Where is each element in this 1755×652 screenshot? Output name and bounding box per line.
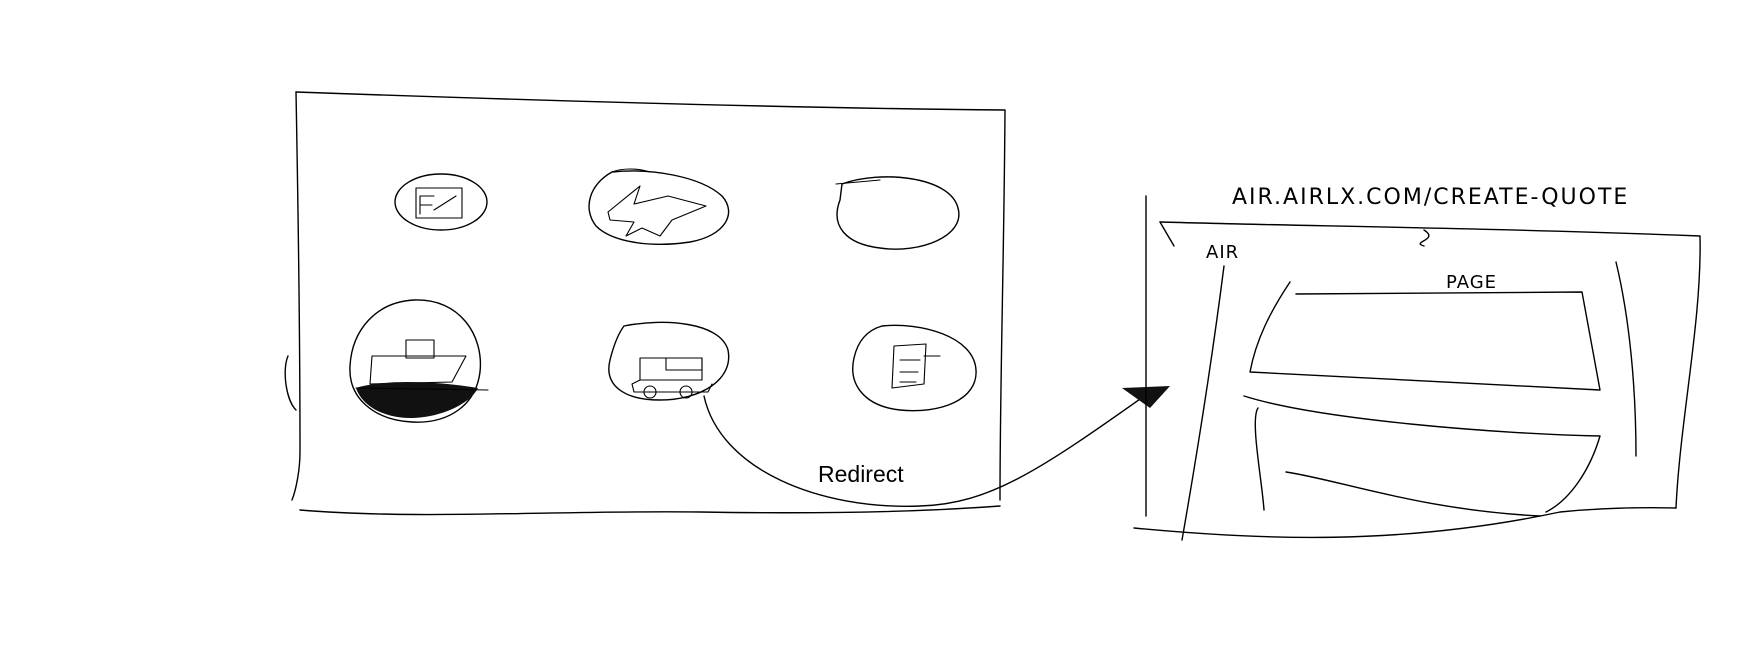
truck-icon	[631, 357, 713, 399]
page-url: AIR.AIRLX.COM/CREATE-QUOTE	[1232, 185, 1629, 210]
content-block-bottom	[1243, 395, 1601, 517]
redirect-connector	[703, 386, 1170, 507]
ship-icon	[355, 339, 489, 418]
document-tile[interactable]	[852, 324, 977, 412]
envelope-tile[interactable]	[394, 173, 488, 231]
sidebar-label: AIR	[1206, 242, 1239, 263]
ship-tile[interactable]	[349, 299, 489, 423]
menu-screen	[284, 91, 1006, 516]
redirect-label: Redirect	[818, 461, 904, 487]
airplane-icon	[607, 185, 707, 237]
airplane-tile[interactable]	[588, 168, 730, 245]
right-sidebar-line	[1615, 261, 1637, 457]
truck-tile[interactable]	[608, 321, 730, 401]
content-block-top	[1249, 281, 1601, 391]
blank-tile[interactable]	[835, 176, 960, 250]
envelope-icon	[415, 187, 463, 219]
document-icon	[891, 343, 941, 389]
content-label: PAGE	[1446, 272, 1497, 293]
quote-page-frame	[1133, 195, 1701, 541]
